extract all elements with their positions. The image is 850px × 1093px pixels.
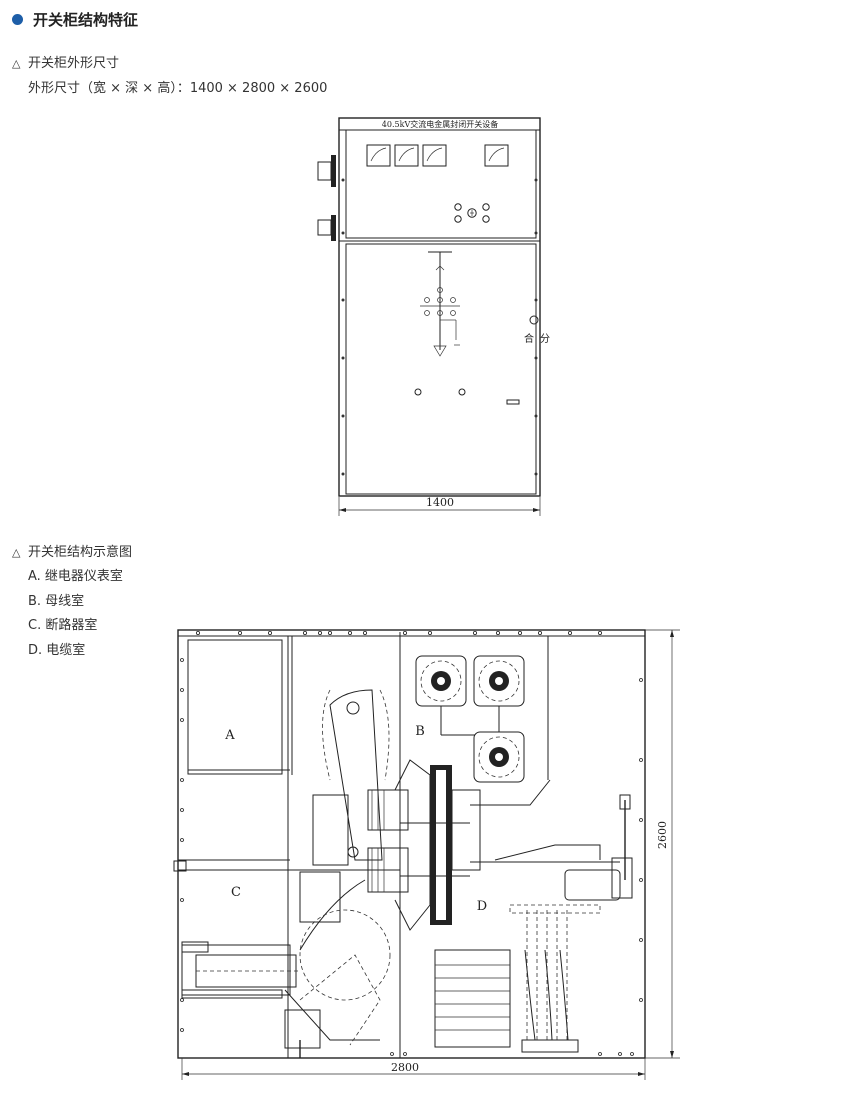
- mimic-diagram: [420, 251, 460, 357]
- label-c: C: [231, 885, 241, 900]
- front-view-drawing: 40.5kV交流电金属封闭开关设备: [317, 117, 550, 516]
- front-width-dimension: 1400: [426, 496, 454, 509]
- structure-item-a: A. 继电器仪表室: [28, 569, 123, 584]
- side-view-drawing: A C: [173, 629, 680, 1080]
- breaker-truck: [181, 941, 300, 999]
- structure-heading-row: △ 开关柜结构示意图: [12, 541, 132, 560]
- dimensions-heading: 开关柜外形尺寸: [28, 56, 120, 71]
- lower-hole-left: [414, 388, 422, 396]
- side-cabinet-outline: [177, 629, 646, 1059]
- lower-door: [345, 243, 537, 495]
- top-rivets: [195, 631, 603, 636]
- lower-slot: [506, 399, 520, 405]
- section-header: 开关柜结构特征: [12, 9, 138, 30]
- current-transformer: [434, 949, 511, 1048]
- structure-heading: 开关柜结构示意图: [28, 545, 133, 560]
- structure-item-b: B. 母线室: [28, 594, 85, 609]
- label-close: 合: [524, 332, 534, 345]
- nameplate-text: 40.5kV交流电金属封闭开关设备: [382, 119, 498, 129]
- lower-hole-right: [458, 388, 466, 396]
- dimensions-line: 外形尺寸（宽 × 深 × 高）：1400 × 2800 × 2600: [28, 81, 328, 96]
- hinges: [317, 155, 336, 241]
- dimensions-heading-row: △ 开关柜外形尺寸: [12, 52, 119, 71]
- label-d: D: [477, 899, 487, 914]
- label-open: 分: [540, 333, 550, 345]
- cabinet-outline: [338, 117, 541, 497]
- bullet-icon: [12, 14, 23, 25]
- compartment-d: [434, 794, 633, 1053]
- label-b: B: [415, 724, 425, 739]
- operation-knob-icon: [529, 315, 539, 325]
- structure-item-c: C. 断路器室: [28, 618, 98, 633]
- control-buttons: [454, 203, 490, 223]
- triangle-icon: △: [12, 57, 21, 70]
- section-title: 开关柜结构特征: [33, 11, 139, 29]
- bushings: [367, 759, 481, 931]
- height-dimension: 2600: [656, 821, 669, 849]
- depth-dimension: 2800: [391, 1061, 419, 1074]
- bottom-rivets: [390, 1052, 634, 1056]
- label-a: A: [224, 728, 235, 743]
- compartment-a: [187, 639, 283, 775]
- breaker-mechanism: [284, 689, 391, 1058]
- frame-rivets: [341, 178, 538, 476]
- meter-icons: [366, 144, 509, 167]
- right-rivets: [639, 678, 643, 1002]
- compartment-b: [399, 632, 551, 1058]
- left-rivets: [180, 658, 184, 1032]
- triangle-icon: △: [12, 546, 21, 559]
- structure-item-d: D. 电缆室: [28, 643, 86, 658]
